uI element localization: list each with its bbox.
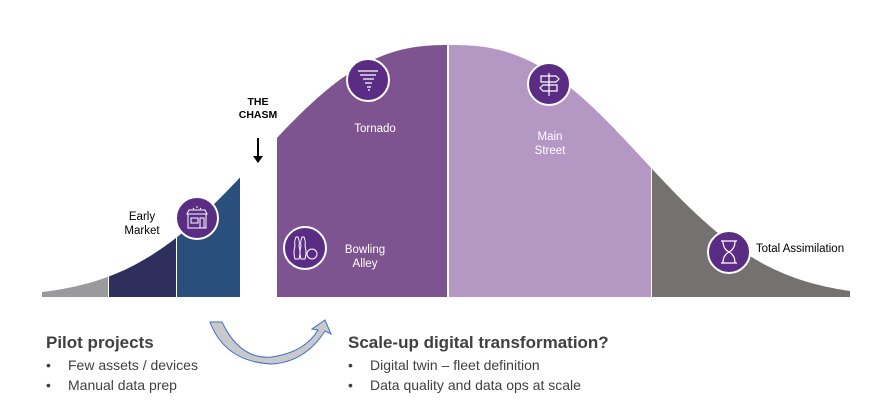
- chasm-arrow-head: [253, 156, 263, 163]
- bullet-item: Data quality and data ops at scale: [348, 377, 581, 397]
- bullet-item: Few assets / devices: [46, 357, 198, 377]
- storefront-icon: [175, 196, 219, 240]
- main-street-segment: [449, 45, 651, 297]
- bowling-alley-label: Bowling Alley: [344, 244, 386, 270]
- bullet-item: Digital twin – fleet definition: [348, 357, 581, 377]
- early-market-segment: [177, 177, 240, 297]
- chasm-label: THE CHASM: [238, 96, 278, 121]
- early-adopters-segment: [109, 237, 176, 297]
- innovators-segment: [42, 276, 108, 297]
- scaleup-heading: Scale-up digital transformation?: [348, 333, 609, 352]
- pilot-heading: Pilot projects: [46, 333, 154, 352]
- scaleup-bullets: Digital twin – fleet definition Data qua…: [348, 357, 581, 397]
- bowling-icon: [283, 226, 327, 270]
- early-market-label: Early Market: [124, 211, 160, 237]
- bullet-item: Manual data prep: [46, 377, 198, 397]
- tornado-label: Tornado: [354, 123, 396, 135]
- tornado-icon: [346, 58, 390, 102]
- total-assimilation-label: Total Assimilation: [755, 243, 845, 255]
- laggards-segment: [652, 168, 850, 297]
- signpost-icon: [527, 62, 571, 106]
- hourglass-icon: [707, 230, 751, 274]
- pilot-bullets: Few assets / devices Manual data prep: [46, 357, 198, 397]
- main-street-label: Main Street: [534, 131, 566, 157]
- transition-arrow: [209, 319, 332, 365]
